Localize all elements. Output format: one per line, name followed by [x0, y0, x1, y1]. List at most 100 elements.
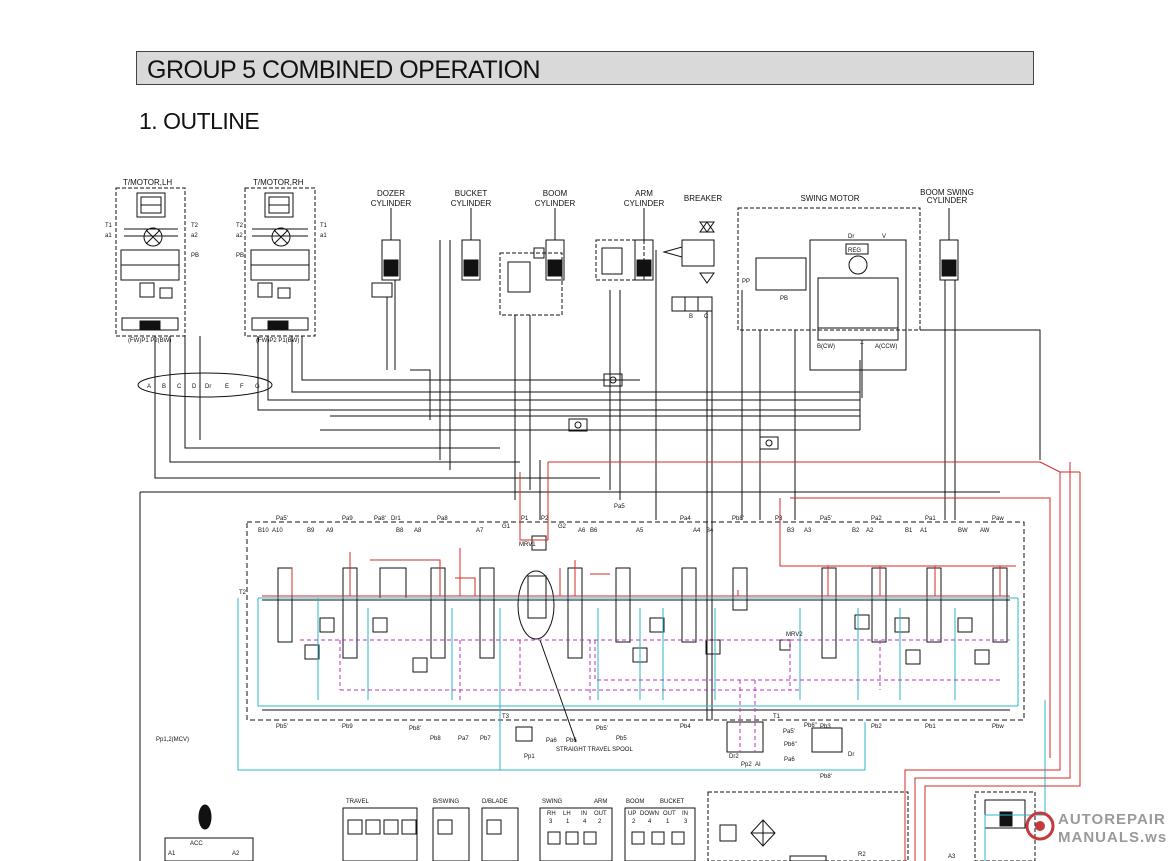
label-swing-3: 3: [549, 819, 553, 825]
mcv-port-20: AW: [980, 528, 990, 534]
label-a3: A3: [948, 854, 956, 860]
section-title: 1. OUTLINE: [139, 108, 260, 134]
label-travel-motor-lh: T/MOTOR,LH: [123, 178, 172, 187]
label-dozer-1: DOZER: [377, 189, 405, 198]
label-d-blade: D/BLADE: [482, 799, 508, 805]
watermark-line1: AUTOREPAIR: [1058, 811, 1166, 828]
mcv-port-18: A1: [920, 528, 928, 534]
swing-v: V: [882, 234, 886, 240]
label-pa6: Pa6: [784, 757, 795, 763]
label-ai: AI: [755, 762, 761, 768]
page-title: GROUP 5 COMBINED OPERATION: [147, 56, 541, 84]
label-arm-2: CYLINDER: [624, 199, 665, 208]
label-travel: TRAVEL: [346, 799, 370, 805]
bucket-cylinder: [461, 208, 481, 281]
mcv-bottom-2: Pb8': [409, 726, 421, 732]
mcv-port-9: B6: [590, 528, 598, 534]
label-straight-travel-spool: STRAIGHT TRAVEL SPOOL: [556, 747, 633, 753]
label-dozer-2: CYLINDER: [371, 199, 412, 208]
watermark-line2: MANUALS.ws: [1058, 829, 1167, 846]
mcv-bottom-7: Pb6: [566, 738, 577, 744]
mcv-top-12: Pa2: [871, 516, 882, 522]
label-r2: R2: [858, 852, 866, 858]
dozer-cylinder: [371, 208, 401, 370]
port-t1-lh: T1: [105, 223, 113, 229]
mcv-top-6: P2: [541, 516, 549, 522]
label-bucket-1: BUCKET: [455, 189, 488, 198]
mcv-port-7: MRV1: [519, 542, 536, 548]
label-boom-down: DOWN: [640, 811, 659, 817]
mcv-port-5: A8: [414, 528, 422, 534]
swing-motor-labels: Dr V REG PP PB B(CW) T A(CCW) B C: [689, 234, 897, 350]
swivel-f: F: [240, 384, 244, 390]
swing-pb: PB: [780, 296, 788, 302]
label-boom: BOOM: [626, 799, 644, 805]
mcv-g1: G1: [502, 524, 511, 530]
mcv-port-10: A5: [636, 528, 644, 534]
mcv-side-labels: G1 G2 T2 T3 T1 MRV2: [239, 524, 803, 720]
label-boom-up: UP: [628, 811, 636, 817]
component-labels: T/MOTOR,LH T/MOTOR,RH DOZER CYLINDER BUC…: [123, 178, 974, 208]
label-boom-1: BOOM: [543, 189, 568, 198]
mcv-bottom-labels: Pb5' Pb9 Pb8' Pb8 Pa7 Pb7 Pa6 Pb6 Pb5' P…: [276, 724, 1004, 744]
port-a2-lh: a2: [191, 233, 198, 239]
swing-motor: [737, 207, 921, 398]
label-pb6-1: Pb6": [804, 723, 817, 729]
arm-cylinder: [595, 208, 654, 281]
breaker-c: C: [704, 314, 709, 320]
label-arm-in: IN: [581, 811, 587, 817]
swivel-dr: Dr: [205, 384, 211, 390]
mcv-port-12: B4: [706, 528, 714, 534]
mcv-top-5: P1: [521, 516, 529, 522]
remote-control-valves: [164, 804, 696, 861]
mcv-bottom-1: Pb9: [342, 724, 353, 730]
boom-swing-cylinder: [939, 208, 959, 520]
label-dr: Dr: [848, 752, 854, 758]
travel-motor-rh: [244, 187, 316, 337]
travel-motor-lh: [115, 187, 186, 337]
port-pb-lh: PB: [191, 253, 199, 259]
pilot-lines: [262, 461, 1081, 861]
mcv-top-3: Dr1: [391, 516, 401, 522]
mcv-top-1: Pa9: [342, 516, 353, 522]
boom-cylinder: [499, 208, 565, 316]
label-bucket-2: CYLINDER: [451, 199, 492, 208]
mcv-top-2: Pa8': [374, 516, 386, 522]
swivel-c: C: [177, 384, 182, 390]
port-pb-rh: PB: [236, 253, 244, 259]
label-bucket-3: 3: [684, 819, 688, 825]
mcv-mrv2: MRV2: [786, 632, 803, 638]
mcv-port-13: B3: [787, 528, 795, 534]
label-swing-motor: SWING MOTOR: [801, 194, 860, 203]
swing-a-ccw: A(CCW): [875, 344, 897, 350]
swing-dr: Dr: [848, 234, 854, 240]
mcv-port-16: A2: [866, 528, 874, 534]
mcv-port-labels: B10 A10 B9 A9 B8 A8 A7 MRV1 A6 B6 A5 A4 …: [258, 528, 990, 548]
label-boom-swing-1: BOOM SWING: [920, 188, 974, 197]
main-control-valve: [246, 521, 1025, 753]
rcv-labels: TRAVEL B/SWING D/BLADE SWING ARM BOOM BU…: [346, 799, 688, 825]
label-pb8b: Pb8': [820, 774, 832, 780]
label-boom-2: CYLINDER: [535, 199, 576, 208]
label-b-swing: B/SWING: [433, 799, 459, 805]
label-a1: A1: [168, 851, 176, 857]
breaker: [662, 221, 715, 312]
title-bar: GROUP 5 COMBINED OPERATION: [136, 51, 1034, 85]
label-bucket-1: 1: [666, 819, 670, 825]
mcv-bottom-0: Pb5': [276, 724, 288, 730]
mcv-top-9: Pb8': [732, 516, 744, 522]
swing-pp: PP: [742, 279, 750, 285]
mcv-bottom-9: Pb5: [616, 736, 627, 742]
label-boom-4: 4: [648, 819, 652, 825]
label-arm-2: 2: [598, 819, 602, 825]
label-bucket-out: OUT: [663, 811, 676, 817]
label-boom-swing-2: CYLINDER: [927, 196, 968, 205]
label-bucket: BUCKET: [660, 799, 685, 805]
watermark: AUTOREPAIR MANUALS.ws: [1025, 811, 1167, 846]
swivel-b: B: [162, 384, 166, 390]
mcv-top-14: Paw: [992, 516, 1004, 522]
mcv-bottom-5: Pb7: [480, 736, 491, 742]
swivel-port-labels: A B C D Dr E F G: [147, 384, 260, 390]
port-t1-rh: T1: [320, 223, 328, 229]
